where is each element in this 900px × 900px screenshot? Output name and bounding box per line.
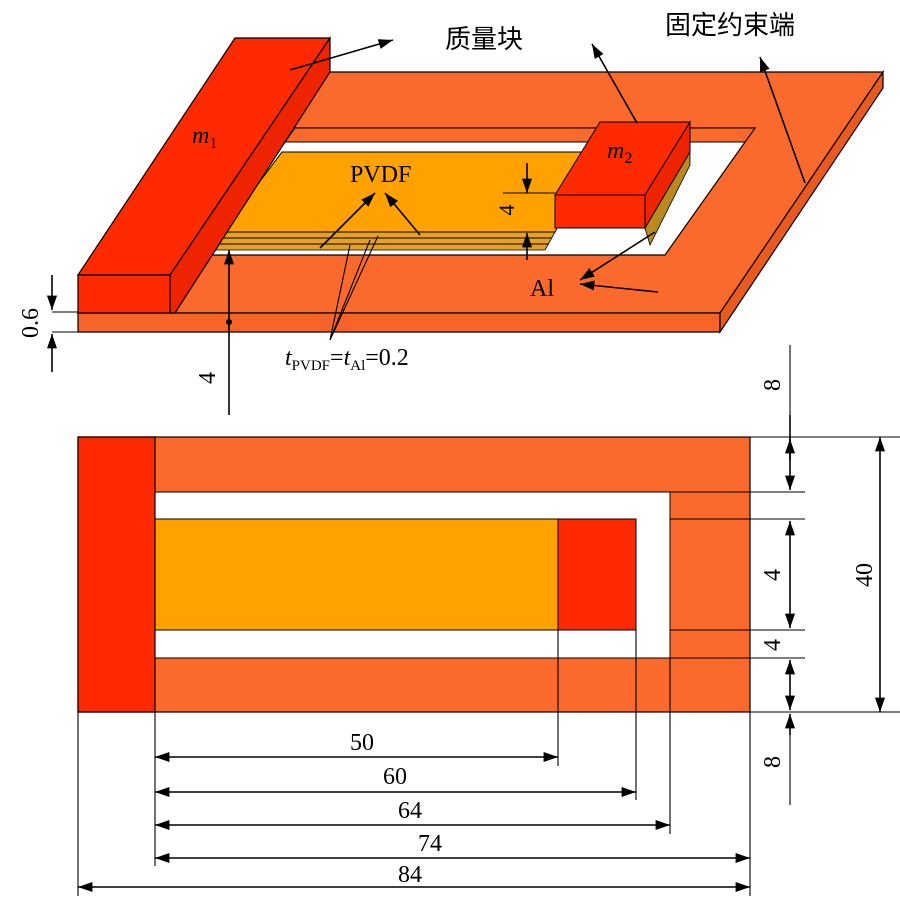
plan-pvdf-beam [154,518,559,631]
mass-block-label: 质量块 [445,25,523,55]
dim-60: 60 [383,764,407,790]
thickness-label: tPVDF=tAl=0.2 [285,345,409,374]
dim-84: 84 [398,862,422,888]
dim-top-8: 8 [760,379,786,391]
dim-gap-4: 4 [760,639,786,651]
isometric-view: m1 m2 PVDF Al 质量块 固定约束端 tPVDF=tAl=0.2 0.… [18,11,885,415]
dim-40: 40 [852,563,878,587]
plan-m2 [557,518,637,631]
fixed-end-label: 固定约束端 [665,11,795,41]
m2-front-face [554,194,646,229]
dim-50: 50 [350,730,374,756]
m1-front-face [77,274,171,314]
base-thickness-dim: 0.6 [18,308,44,338]
dim-74: 74 [418,831,442,857]
dim-bottom-8: 8 [760,756,786,768]
pvdf-label: PVDF [350,162,411,188]
mass-height-dim: 4 [494,205,519,216]
m2-side-face [644,120,691,230]
plan-view: 50 60 64 74 84 40 8 4 4 8 [77,345,900,896]
plan-m1 [77,436,156,713]
al-label: Al [530,276,554,302]
dim-64: 64 [398,798,422,824]
m2-label: m2 [607,138,632,167]
beam-layers [211,231,556,251]
frame-side-face [719,70,884,334]
m1-label: m1 [192,123,217,152]
m1-side-face [169,36,331,314]
frame-front-face [77,312,721,333]
gap-height-dim: 4 [195,372,221,384]
dim-beam-4: 4 [760,569,786,581]
